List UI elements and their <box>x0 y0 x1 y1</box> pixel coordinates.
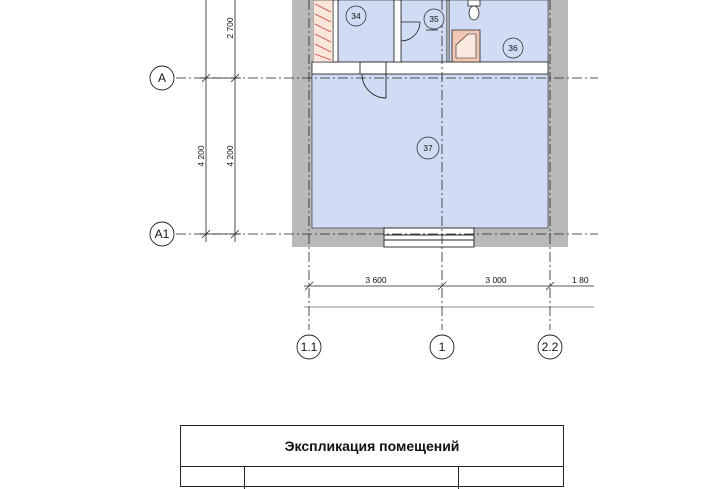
svg-text:2.2: 2.2 <box>542 340 559 354</box>
table-header-row <box>181 467 563 489</box>
svg-text:A1: A1 <box>155 227 170 241</box>
axis-bubble-A1: A1 <box>149 221 175 247</box>
axis-bubble-1-1: 1.1 <box>296 334 322 360</box>
bath-fixture <box>451 29 481 63</box>
dim-vertical-outer: 4 200 <box>196 145 206 167</box>
dim-vertical-inner-top: 2 700 <box>225 17 235 39</box>
svg-text:1: 1 <box>439 340 446 354</box>
room-fills <box>311 0 549 229</box>
stair-element <box>312 0 334 63</box>
main-door <box>359 61 387 99</box>
dim-horizontal-1: 3 600 <box>365 275 387 285</box>
room-tag-36: 36 <box>502 37 524 59</box>
room-explication-table: Экспликация помещений <box>180 425 564 489</box>
room-tag-35: 35 <box>423 8 445 30</box>
axis-bubble-A: A <box>149 65 175 91</box>
vertical-dimensions <box>200 0 241 242</box>
svg-text:37: 37 <box>423 143 433 153</box>
room-tag-37: 37 <box>416 136 440 160</box>
dim-vertical-inner-bottom: 4 200 <box>225 145 235 167</box>
axis-bubble-1: 1 <box>429 334 455 360</box>
dim-horizontal-2: 3 000 <box>485 275 507 285</box>
walls <box>292 0 568 247</box>
table-header-cell <box>459 467 563 489</box>
table-title: Экспликация помещений <box>181 426 563 467</box>
svg-text:36: 36 <box>508 43 518 53</box>
svg-text:34: 34 <box>351 11 361 21</box>
svg-text:1.1: 1.1 <box>301 340 318 354</box>
dim-horizontal-3: 1 80 <box>572 275 589 285</box>
svg-text:35: 35 <box>429 14 439 24</box>
axis-bubble-2-2: 2.2 <box>537 334 563 360</box>
svg-text:A: A <box>158 71 166 85</box>
table-header-cell <box>181 467 245 489</box>
toilet-fixture <box>467 0 481 21</box>
table-header-cell <box>245 467 459 489</box>
horizontal-dimensions <box>304 281 594 308</box>
axis-lines <box>176 0 598 330</box>
room-tag-34: 34 <box>345 5 367 27</box>
window <box>383 227 475 248</box>
